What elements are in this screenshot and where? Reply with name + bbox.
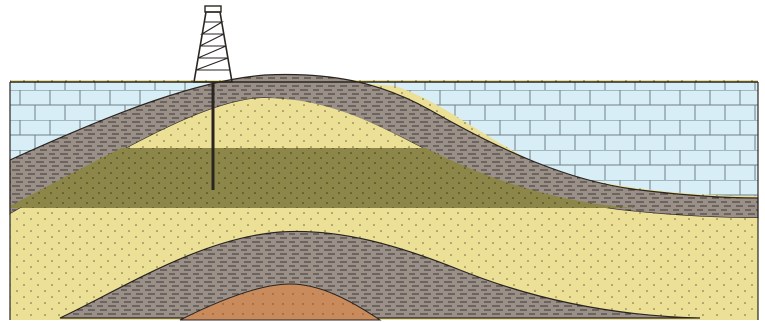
derrick-crossbars	[196, 22, 230, 70]
derrick-crown	[205, 6, 221, 12]
oil-derrick-icon	[194, 6, 232, 82]
